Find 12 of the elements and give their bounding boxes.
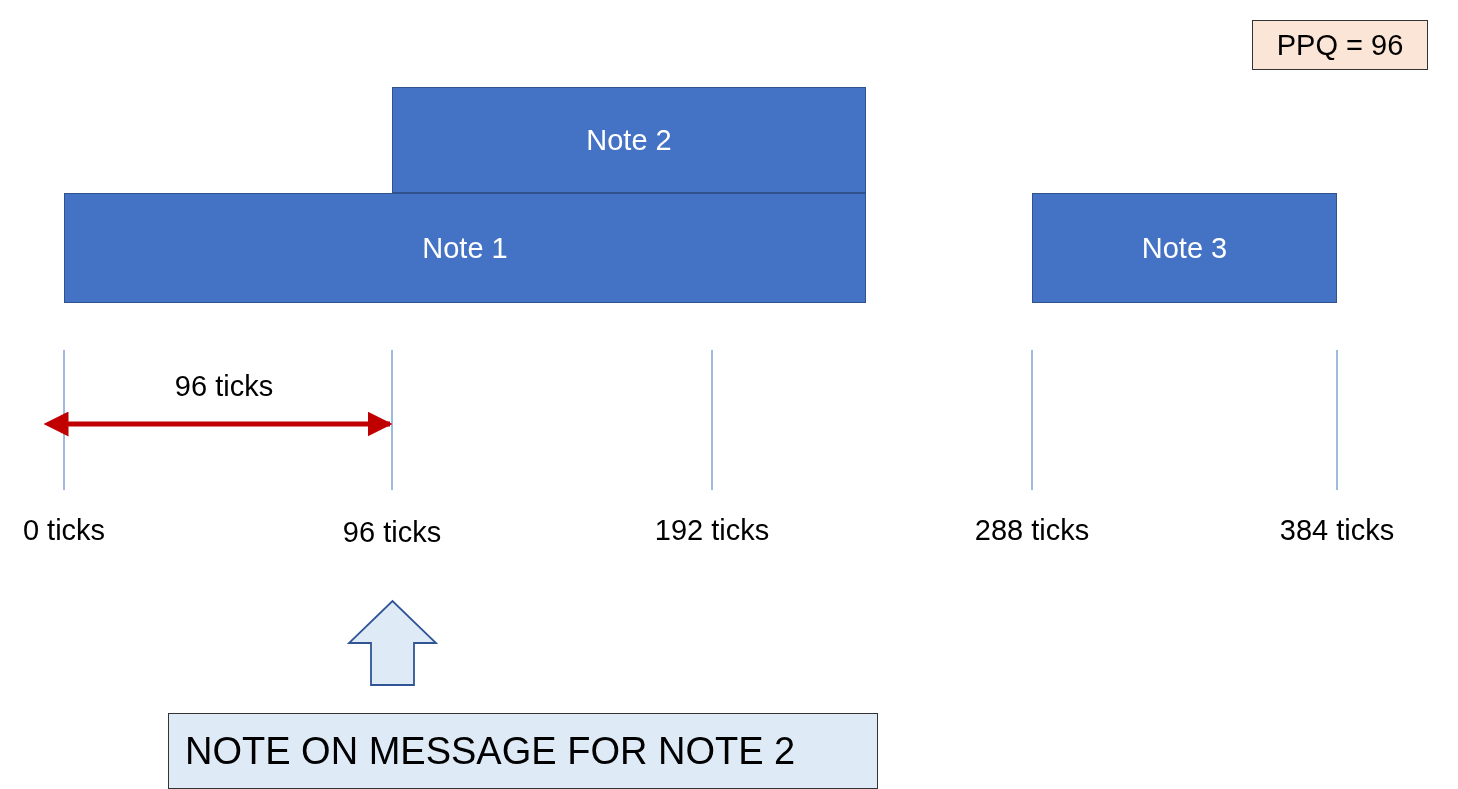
note-bar: Note 2 <box>392 87 866 193</box>
block-arrow <box>346 599 439 686</box>
message-box: NOTE ON MESSAGE FOR NOTE 2 <box>168 713 878 789</box>
tick-label: 288 ticks <box>974 514 1090 547</box>
tick-label: 0 ticks <box>22 514 106 547</box>
tick-label: 384 ticks <box>1279 514 1395 547</box>
tick-label: 96 ticks <box>332 512 452 552</box>
note-bar: Note 1 <box>64 193 866 303</box>
note-bar: Note 3 <box>1032 193 1337 303</box>
parameter-box: PPQ = 96 <box>1252 20 1428 70</box>
tick-label: 192 ticks <box>654 514 770 547</box>
dimension-label: 96 ticks <box>174 370 274 403</box>
